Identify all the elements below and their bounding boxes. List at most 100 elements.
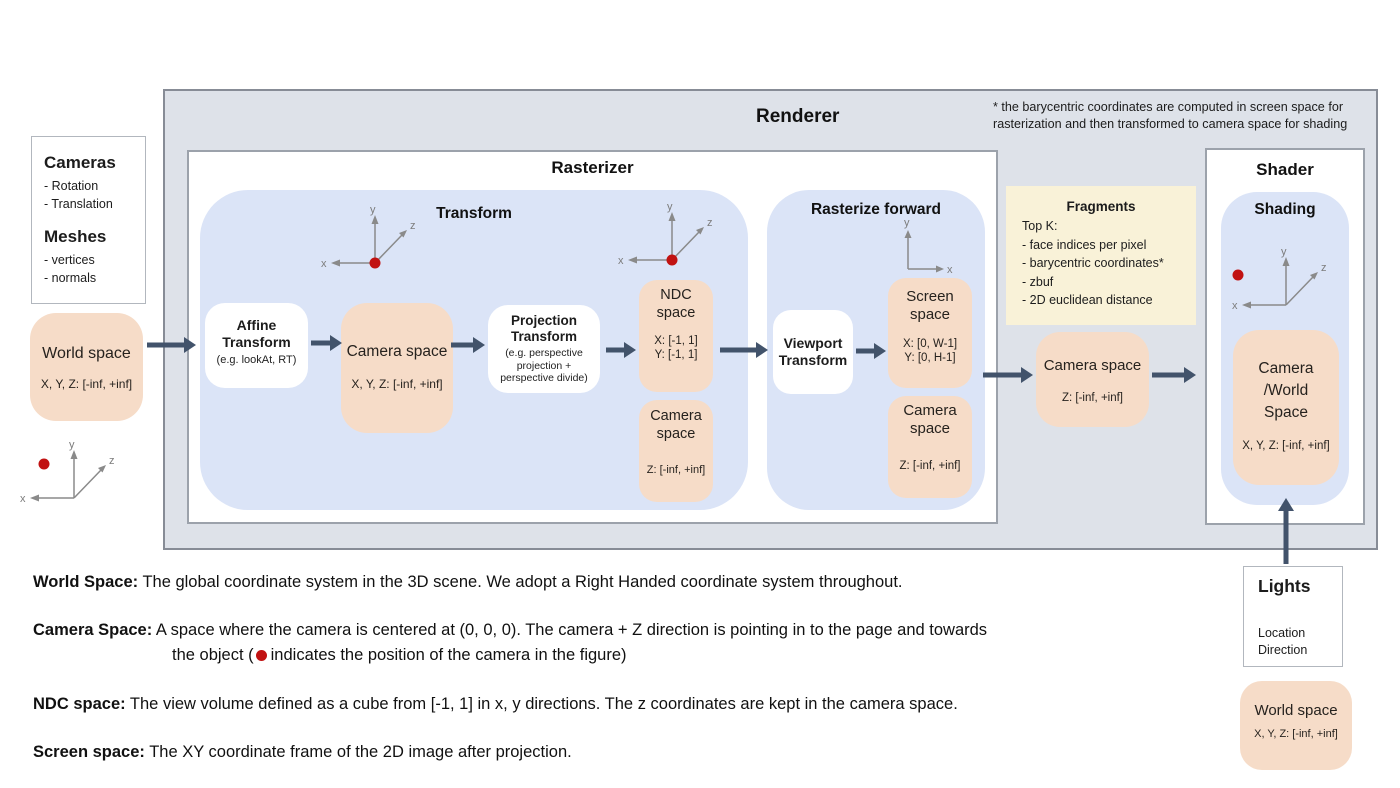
- definition-label: World Space:: [33, 573, 139, 591]
- axis-z-label: z: [109, 455, 115, 467]
- definition-text: The view volume defined as a cube from […: [129, 695, 958, 713]
- camera-position-dot: [255, 650, 267, 661]
- cameras-meshes-box: Cameras - Rotation - Translation Meshes …: [31, 136, 146, 304]
- axes-2d-icon: y x: [904, 217, 953, 276]
- screen-line2: space: [909, 306, 951, 323]
- camera-world-space-box: Camera /World Space X, Y, Z: [-inf, +inf…: [1233, 330, 1339, 485]
- camera-space-definition: Camera Space: A space where the camera i…: [33, 618, 987, 668]
- ndc-range-x: X: [-1, 1]: [654, 335, 698, 347]
- ndc-line2: space: [656, 305, 696, 321]
- camera-space-label: Camera space: [346, 343, 448, 360]
- fragments-item: - barycentric coordinates*: [1022, 256, 1164, 270]
- axis-z-label: z: [410, 220, 416, 232]
- world-space-label: World space: [1254, 702, 1338, 719]
- projection-line2: Transform: [510, 329, 578, 344]
- camera-range-z: Z: [-inf, +inf]: [646, 464, 706, 476]
- meshes-item: - vertices: [44, 253, 95, 267]
- flow-arrow: [856, 341, 886, 361]
- flow-arrow: [720, 340, 768, 360]
- definition-text: indicates the position of the camera in …: [270, 646, 627, 664]
- definition-label: Screen space:: [33, 743, 145, 761]
- camera-line1: Camera: [903, 402, 957, 419]
- meshes-title: Meshes: [44, 227, 107, 246]
- camera-world-line2: /World: [1263, 382, 1309, 399]
- fragments-item: - face indices per pixel: [1022, 237, 1147, 252]
- viewport-line1: Viewport: [783, 335, 843, 351]
- camera-world-line1: Camera: [1258, 360, 1314, 377]
- shading-title: Shading: [1254, 201, 1316, 218]
- screen-range-y: Y: [0, H-1]: [904, 351, 956, 364]
- axis-y-label: y: [667, 201, 673, 213]
- screen-space-box: Screen space X: [0, W-1] Y: [0, H-1]: [888, 278, 972, 388]
- world-space-definition: World Space: The global coordinate syste…: [33, 570, 903, 595]
- camera-position-dot: [666, 254, 678, 266]
- fragments-item: - 2D euclidean distance: [1022, 293, 1153, 307]
- fragments-box: Fragments Top K: - face indices per pixe…: [1006, 186, 1196, 325]
- axis-z-label: z: [707, 217, 713, 229]
- axis-x-label: x: [1232, 300, 1238, 312]
- barycentric-footnote: * the barycentric coordinates are comput…: [993, 99, 1373, 133]
- lights-flow-arrow: [1277, 498, 1294, 564]
- camera-space-box-2: Camera space Z: [-inf, +inf]: [639, 400, 713, 502]
- definition-text: A space where the camera is centered at …: [155, 621, 988, 639]
- shader-title: Shader: [1256, 160, 1314, 179]
- axes-3d-icon: y x z: [1232, 246, 1327, 312]
- axis-y-label: y: [69, 439, 75, 451]
- world-space-box-left: World space X, Y, Z: [-inf, +inf]: [30, 313, 143, 421]
- fragments-title: Fragments: [1066, 199, 1136, 214]
- footnote-line1: * the barycentric coordinates are comput…: [993, 100, 1344, 114]
- camera-line1: Camera: [650, 408, 702, 424]
- fragments-item: Top K:: [1022, 219, 1058, 233]
- axes-3d-icon: y x z: [618, 201, 713, 267]
- flow-arrow: [147, 335, 196, 355]
- rasterizer-title: Rasterizer: [551, 158, 634, 177]
- axis-y-label: y: [370, 204, 376, 216]
- flow-arrow: [311, 333, 342, 353]
- camera-space-label: Camera space: [1043, 357, 1142, 374]
- footnote-line2: rasterization and then transformed to ca…: [993, 117, 1348, 131]
- transform-title: Transform: [436, 205, 512, 222]
- ndc-range-y: Y: [-1, 1]: [654, 348, 698, 361]
- projection-sub: (e.g. perspective projection + perspecti…: [500, 347, 588, 384]
- screen-space-definition: Screen space: The XY coordinate frame of…: [33, 740, 572, 765]
- definition-label: Camera Space:: [33, 621, 153, 639]
- affine-transform-box: Affine Transform (e.g. lookAt, RT): [205, 303, 308, 388]
- axis-x-label: x: [947, 264, 953, 276]
- camera-position-dot: [369, 257, 381, 269]
- axes-3d-icon: y x z: [321, 204, 416, 270]
- camera-space-range: X, Y, Z: [-inf, +inf]: [351, 377, 443, 391]
- axis-z-label: z: [1321, 262, 1327, 274]
- definition-text: the object (: [172, 646, 254, 664]
- meshes-item: - normals: [44, 271, 97, 285]
- viewport-transform-box: Viewport Transform: [773, 310, 853, 394]
- affine-line1: Affine: [236, 317, 277, 333]
- axis-y-label: y: [1281, 246, 1287, 258]
- screen-line1: Screen: [906, 288, 954, 305]
- ndc-line1: NDC: [660, 287, 692, 303]
- cameras-title: Cameras: [44, 153, 116, 172]
- camera-line2: space: [909, 420, 951, 437]
- camera-range-z: Z: [-inf, +inf]: [899, 460, 961, 472]
- axes-3d-icon: y x z: [20, 439, 115, 505]
- definition-text: The global coordinate system in the 3D s…: [142, 573, 903, 591]
- viewport-line2: Transform: [778, 352, 848, 368]
- axis-x-label: x: [20, 493, 26, 505]
- camera-line2: space: [656, 426, 696, 442]
- definition-label: NDC space:: [33, 695, 126, 713]
- renderer-title: Renderer: [756, 106, 840, 127]
- ndc-space-box: NDC space X: [-1, 1] Y: [-1, 1]: [639, 280, 713, 392]
- flow-arrow: [451, 335, 485, 355]
- camera-space-box-out: Camera space Z: [-inf, +inf]: [1036, 332, 1149, 427]
- projection-line1: Projection: [510, 313, 577, 328]
- affine-line2: Transform: [222, 334, 291, 350]
- lights-item: Direction: [1258, 643, 1308, 657]
- lights-title: Lights: [1258, 576, 1311, 596]
- projection-transform-box: Projection Transform (e.g. perspective p…: [488, 305, 600, 393]
- ndc-space-definition: NDC space: The view volume defined as a …: [33, 692, 958, 717]
- fragments-item: - zbuf: [1022, 274, 1054, 289]
- world-space-range: X, Y, Z: [-inf, +inf]: [1254, 728, 1338, 740]
- screen-range-x: X: [0, W-1]: [902, 338, 958, 350]
- camera-range-z: Z: [-inf, +inf]: [1061, 392, 1124, 404]
- camera-world-line3: Space: [1264, 404, 1308, 421]
